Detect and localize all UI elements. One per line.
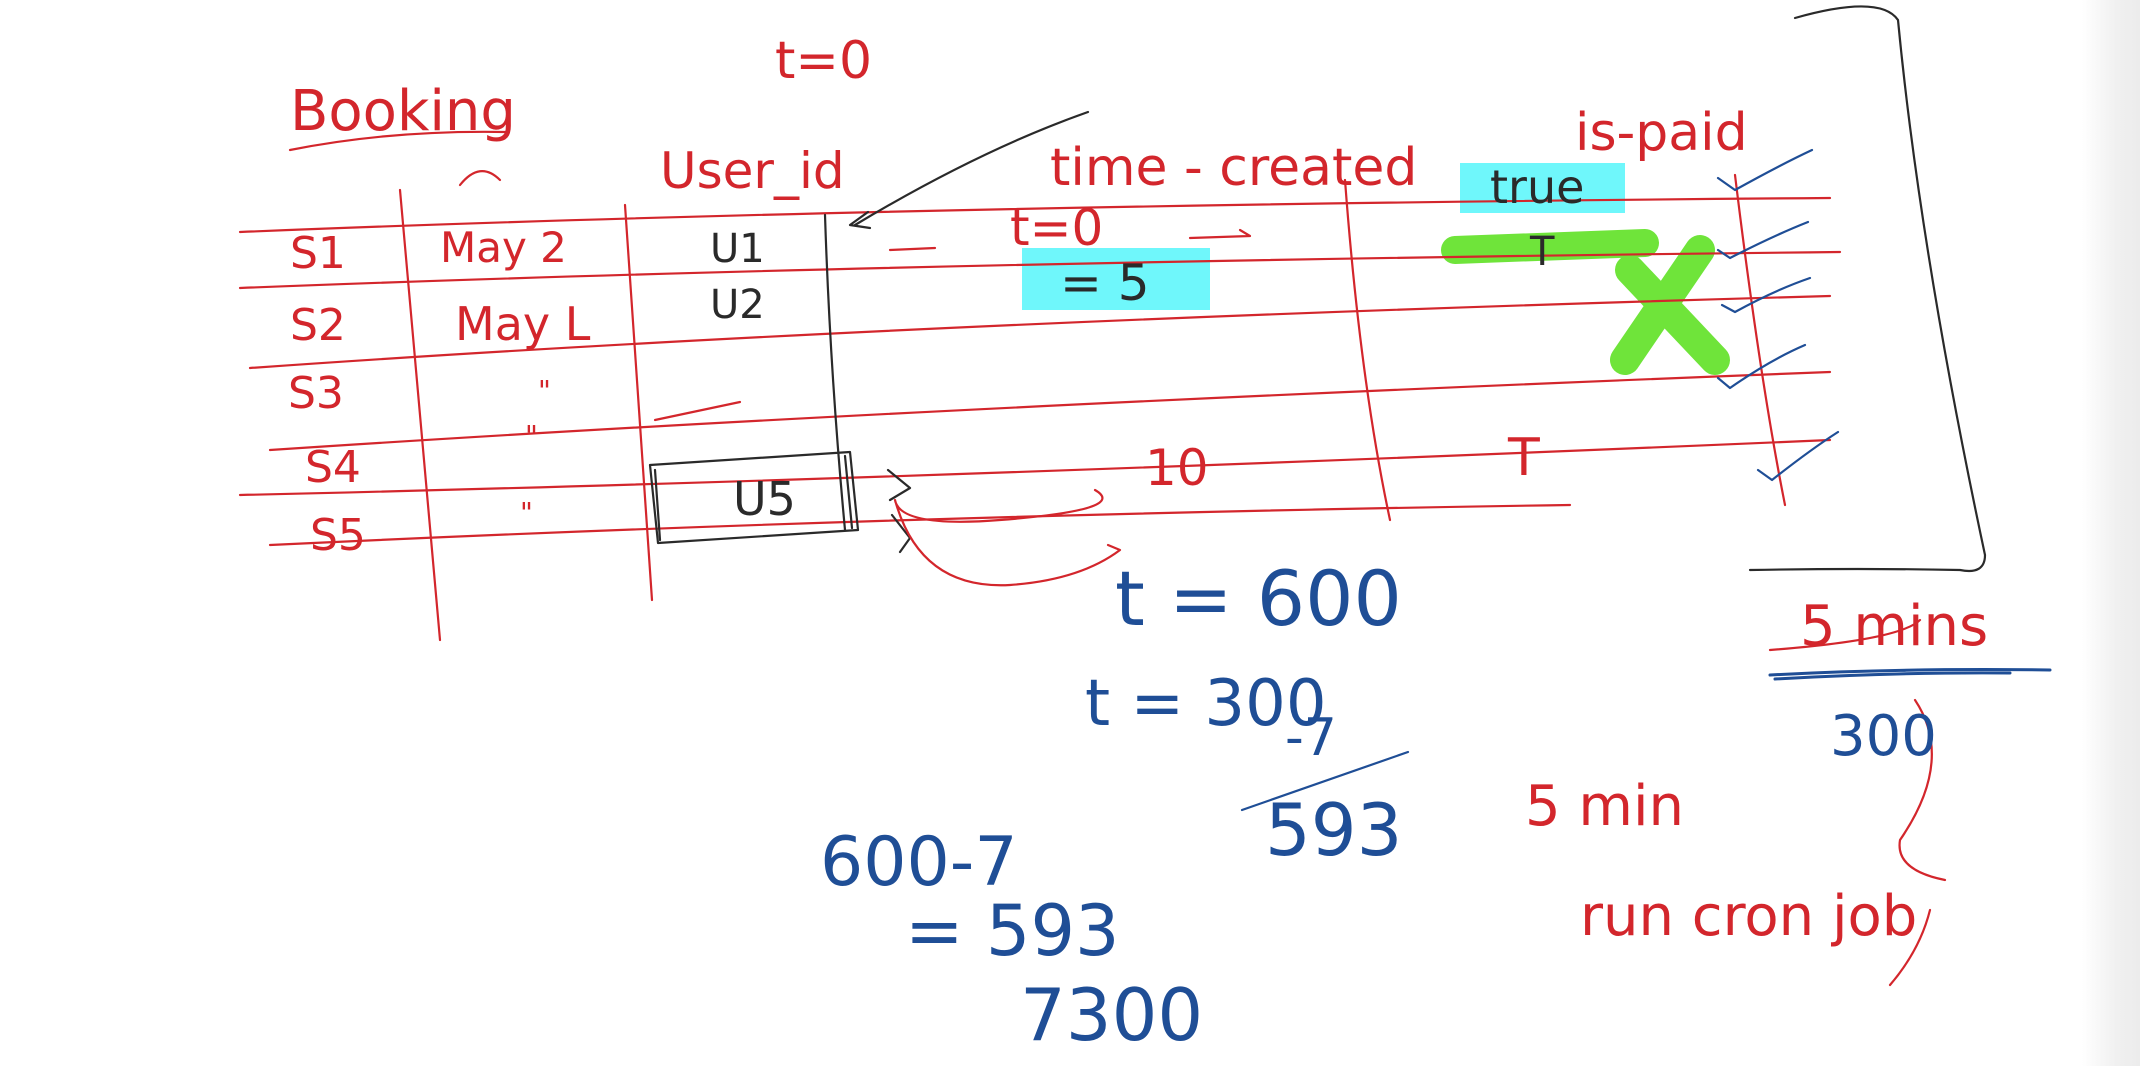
note-five-min: 5 min — [1525, 774, 1684, 839]
paid-t-2: T — [1529, 229, 1555, 275]
note-7300: 7300 — [1020, 973, 1203, 1057]
user-u5: U5 — [733, 472, 796, 526]
header-is-paid: is-paid — [1575, 103, 1748, 163]
green-highlight-bar — [1441, 229, 1659, 264]
date-mayl: May L — [455, 297, 591, 351]
underline-five-mins — [1768, 668, 2052, 681]
green-x-mark — [1610, 235, 1730, 375]
note-600-7: 600-7 — [820, 823, 1018, 902]
seat-s2: S2 — [290, 300, 346, 351]
table-row-lines — [238, 196, 1842, 547]
seat-s5: S5 — [310, 510, 366, 561]
date-ditto-3: " — [538, 374, 551, 407]
is-paid-checkmarks — [1716, 148, 1840, 482]
cyan-highlight-true — [1460, 163, 1625, 213]
note-minus7: -7 — [1285, 708, 1337, 768]
note-five-mins: 5 mins — [1800, 594, 1988, 659]
header-time-created: time - created — [1050, 138, 1417, 198]
note-t300: t = 300 — [1085, 667, 1327, 741]
seat-s1: S1 — [290, 228, 346, 279]
top-time-label: t=0 — [775, 31, 872, 91]
time-t0: t=0 — [1010, 199, 1103, 257]
note-run-cron-job: run cron job — [1580, 884, 1917, 949]
date-ditto-4: " — [525, 419, 538, 452]
seat-s3: S3 — [288, 368, 344, 419]
note-300: 300 — [1830, 704, 1937, 769]
seat-s4: S4 — [305, 442, 361, 493]
date-may2: May 2 — [440, 223, 567, 272]
right-bracket — [1748, 5, 1987, 573]
paid-t-4: T — [1507, 428, 1540, 488]
table-title: Booking — [290, 79, 516, 144]
date-ditto-5: " — [520, 496, 533, 529]
time-eq5: = 5 — [1060, 254, 1150, 312]
paid-true: true — [1490, 160, 1584, 214]
header-user-id: User_id — [660, 142, 845, 200]
user-u1: U1 — [710, 226, 765, 272]
red-arrows — [288, 130, 1947, 987]
note-t600: t = 600 — [1115, 554, 1402, 643]
user-u2: U2 — [710, 282, 765, 328]
cyan-highlight-time — [1022, 248, 1210, 310]
subtraction-line — [1240, 750, 1410, 812]
time-10: 10 — [1145, 439, 1209, 497]
note-eq593: = 593 — [905, 890, 1120, 972]
note-593: 593 — [1265, 788, 1402, 872]
table-column-lines — [398, 173, 1787, 642]
scrollbar-edge — [2082, 0, 2140, 1066]
